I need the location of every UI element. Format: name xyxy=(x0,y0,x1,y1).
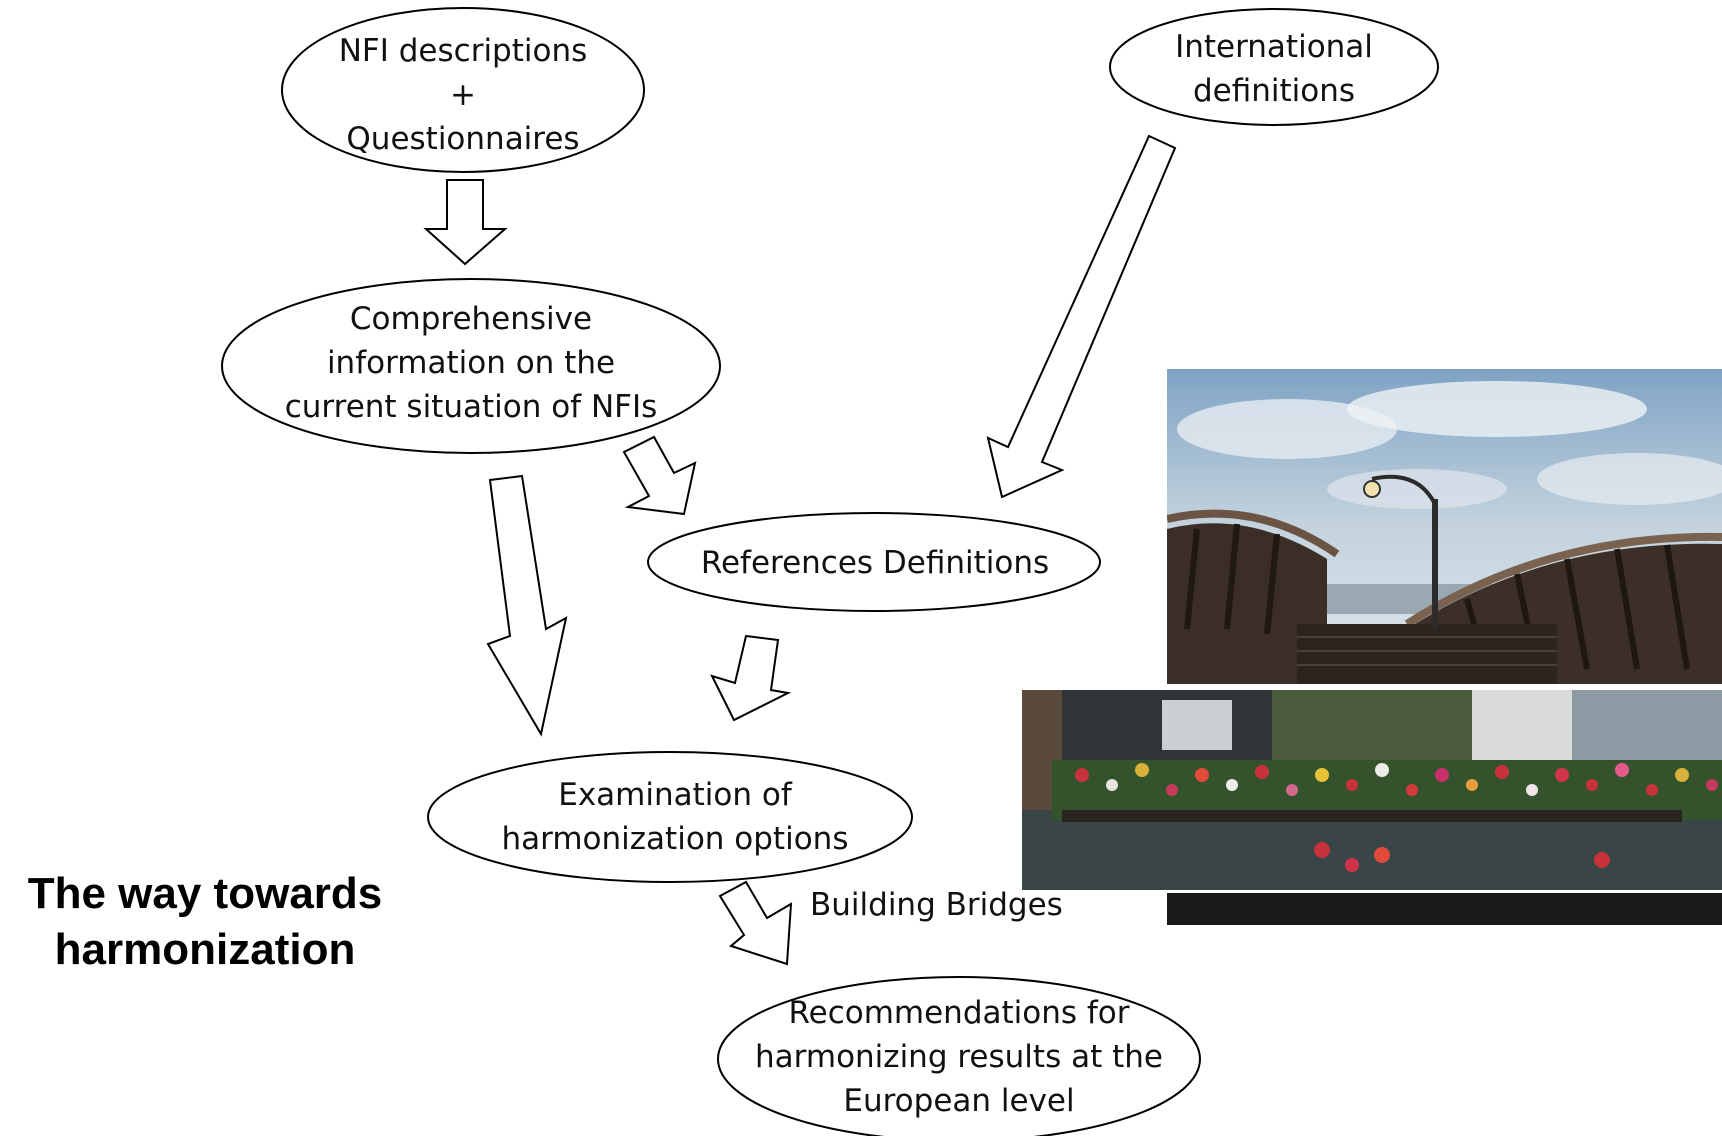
node-recommendations: Recommendations for harmonizing results … xyxy=(755,995,1163,1119)
node-references-definitions-shape xyxy=(647,512,1101,612)
node-comprehensive-information-shape xyxy=(221,278,721,454)
arrow-comprehensive-to-examination xyxy=(486,474,568,737)
dark-strip xyxy=(1167,893,1722,925)
diagram-title: The way towards harmonization xyxy=(27,869,383,974)
node-comprehensive-information: Comprehensive information on the current… xyxy=(284,301,658,425)
node-recommendations-shape xyxy=(717,976,1201,1136)
node-references-definitions: References Definitions xyxy=(700,545,1050,581)
node-examination-options: Examination of harmonization options xyxy=(501,777,849,857)
node-examination-options-shape xyxy=(427,751,913,883)
flower-bridge-photo xyxy=(1022,690,1722,890)
building-bridges-label: Building Bridges xyxy=(810,887,1063,923)
arrow-references-to-examination xyxy=(710,634,792,722)
arrow-examination-to-recommendations xyxy=(718,880,793,966)
node-nfi-descriptions: NFI descriptions + Questionnaires xyxy=(338,33,588,157)
node-international-definitions-shape xyxy=(1109,8,1439,126)
arrow-comprehensive-to-references xyxy=(622,435,697,516)
arrow-international-to-references xyxy=(986,134,1177,499)
bridge-sky-photo xyxy=(1167,369,1722,684)
node-international-definitions: International definitions xyxy=(1175,29,1373,109)
node-nfi-descriptions-shape xyxy=(281,7,645,173)
arrow-nfi-to-comprehensive xyxy=(423,179,508,266)
